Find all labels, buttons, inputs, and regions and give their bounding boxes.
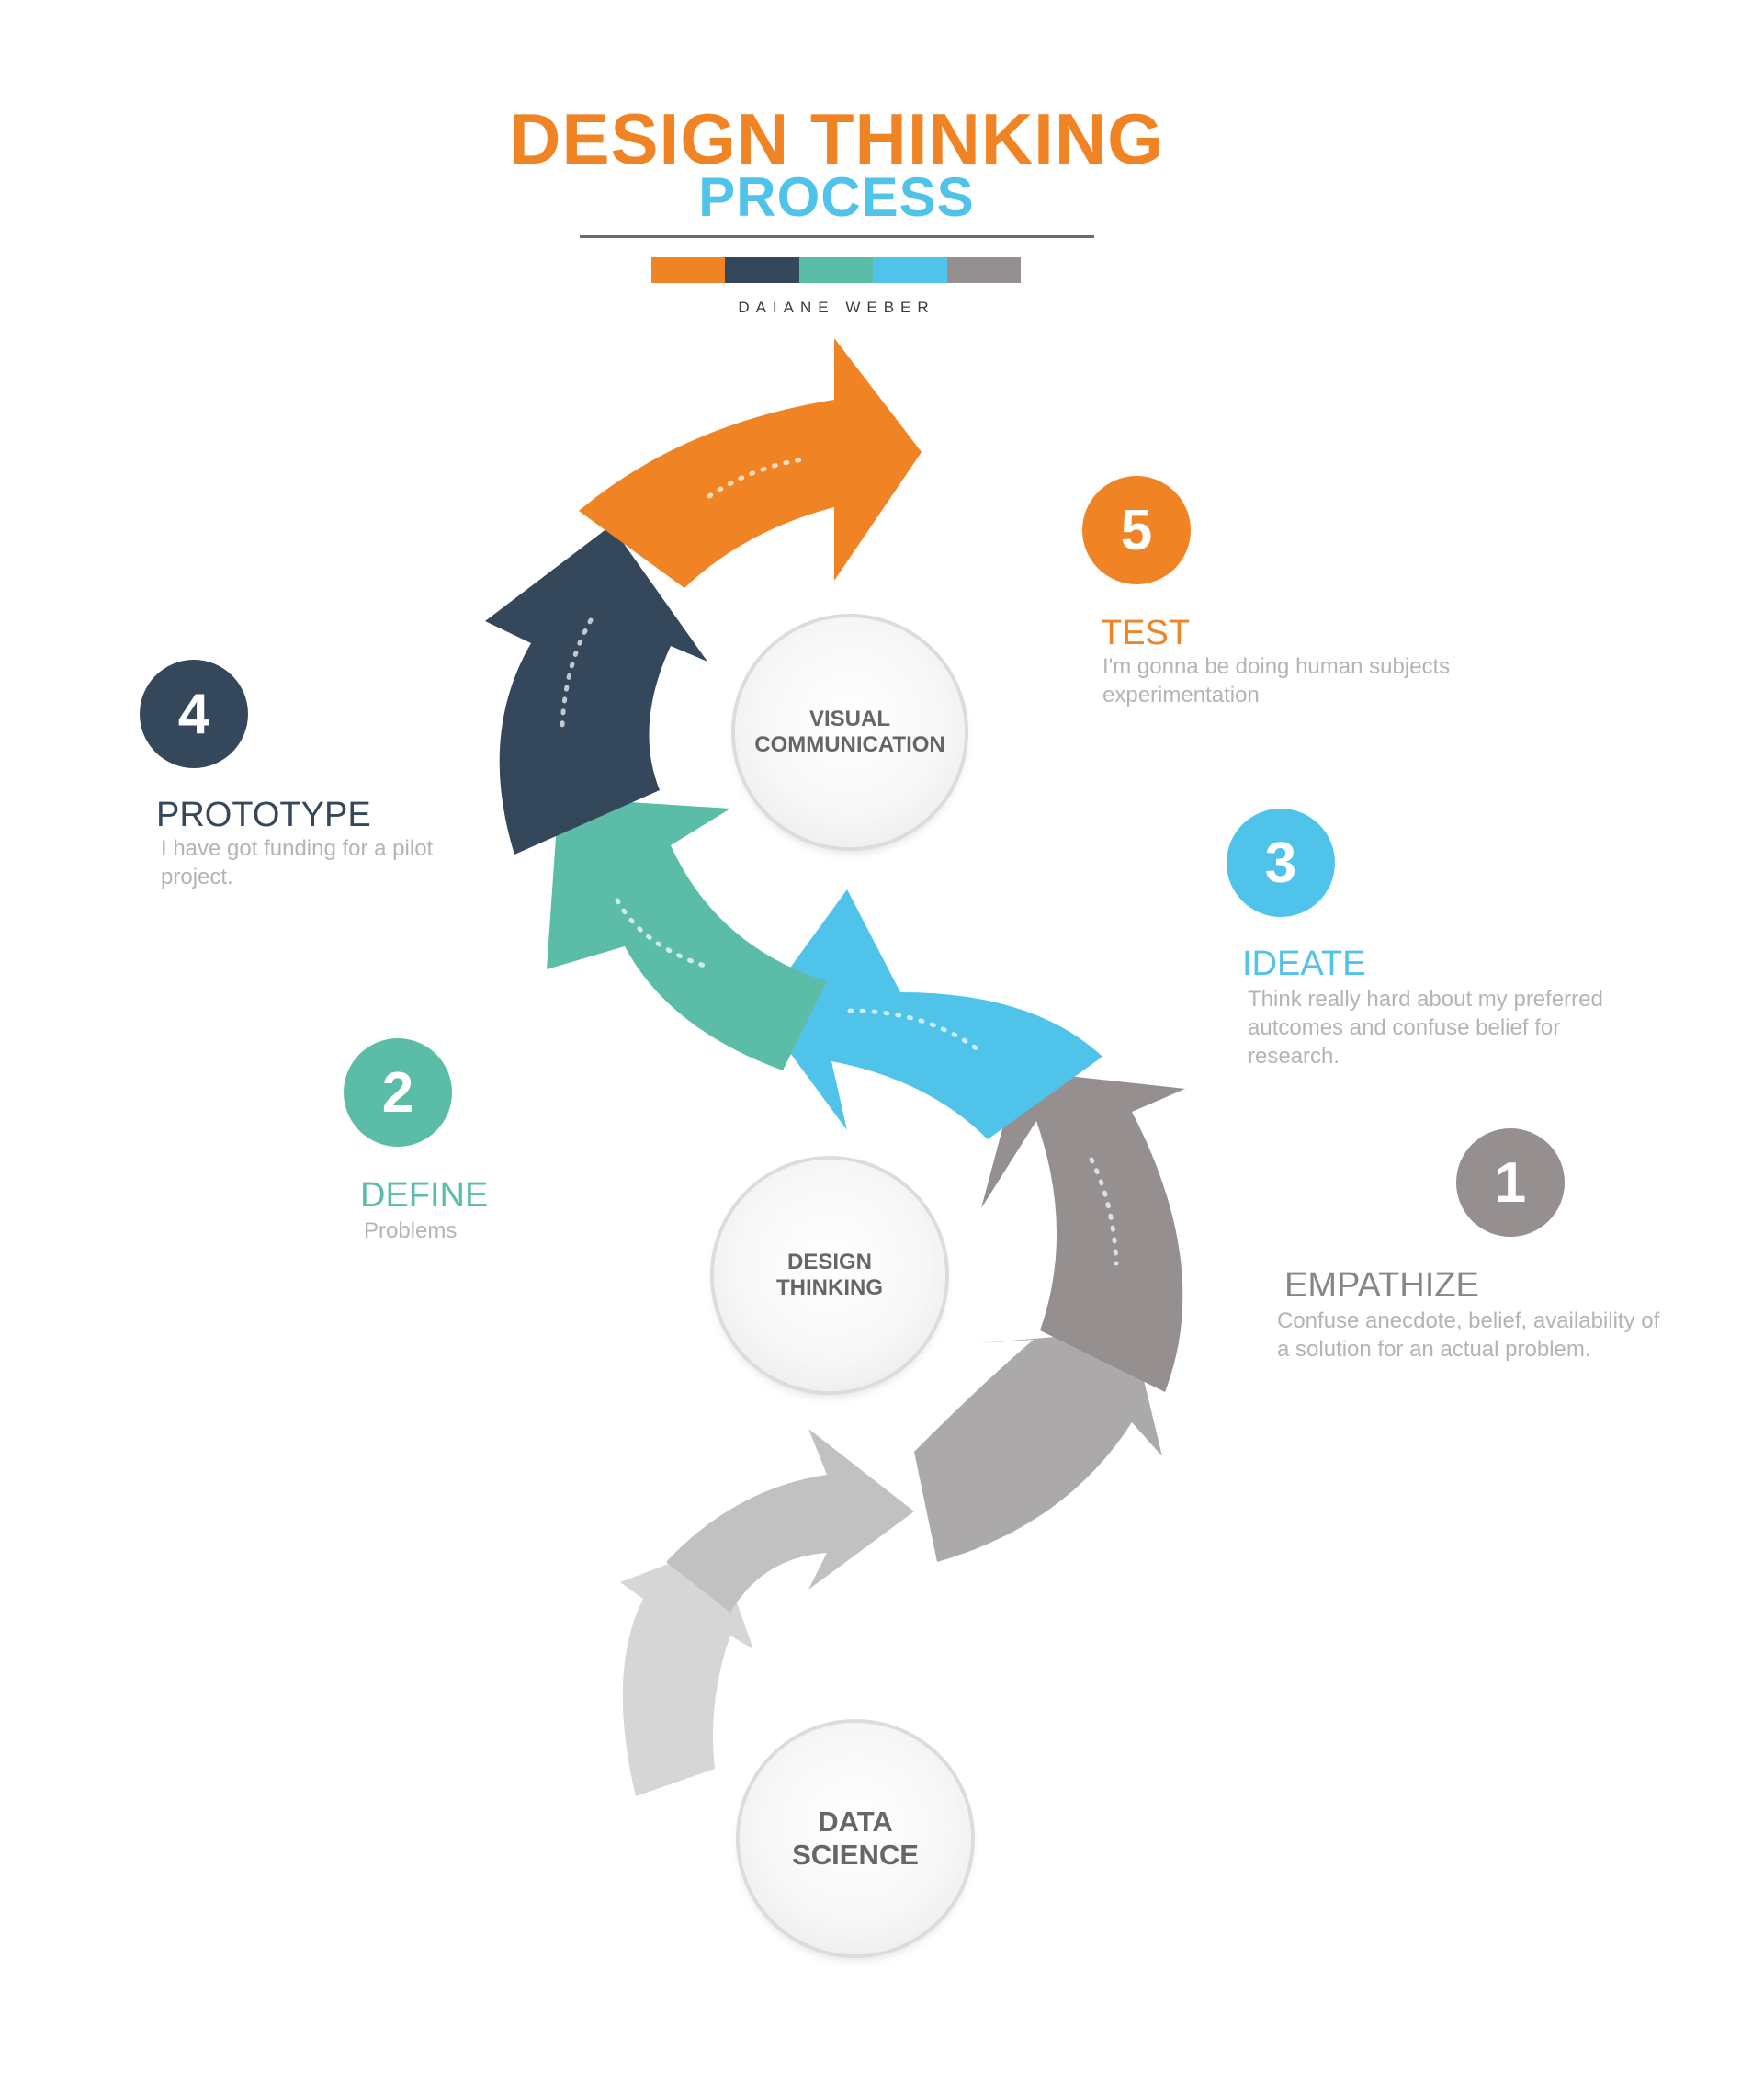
author-name: DAIANE WEBER <box>738 299 935 316</box>
stage-4-description: I have got funding for a pilot project. <box>161 836 434 890</box>
empathize-dots <box>1089 1157 1119 1266</box>
stage-5-title: TEST <box>1101 614 1191 652</box>
prototype-arrow <box>485 526 707 855</box>
stage-1-badge: 1 <box>1456 1128 1565 1237</box>
hub-design-thinking-line2: THINKING <box>776 1275 883 1300</box>
test-arrow <box>579 338 922 588</box>
page-subtitle: PROCESS <box>698 166 975 228</box>
color-swatch-orange <box>651 257 726 283</box>
hub-data-science-line2: SCIENCE <box>792 1839 919 1871</box>
stage-5-badge: 5 <box>1082 476 1191 584</box>
color-swatch-navy <box>725 257 799 283</box>
color-swatch-teal <box>798 257 874 283</box>
stage-3-description: Think really hard about my preferred aut… <box>1248 987 1603 1070</box>
stage-1-title: EMPATHIZE <box>1284 1266 1479 1305</box>
prototype-dots <box>560 617 594 729</box>
tail-arrow-1 <box>620 1545 753 1796</box>
hub-visual-communication-line2: COMMUNICATION <box>754 732 945 757</box>
hub-design-thinking-line1: DESIGN <box>786 1250 872 1274</box>
tail-arrow-3 <box>914 1330 1162 1562</box>
stage-2-title: DEFINE <box>360 1176 489 1215</box>
hub-data-science: DATA SCIENCE <box>740 1723 971 1954</box>
color-strip <box>651 257 1022 283</box>
stage-3-title: IDEATE <box>1242 945 1366 983</box>
hub-data-science-line1: DATA <box>818 1805 893 1838</box>
hub-design-thinking: DESIGN THINKING <box>714 1160 945 1391</box>
stage-2-badge: 2 <box>344 1038 452 1147</box>
define-dots <box>615 898 710 969</box>
hub-visual-communication: VISUAL COMMUNICATION <box>735 617 965 847</box>
test-dots <box>707 457 807 499</box>
page-title: DESIGN THINKING <box>509 98 1164 179</box>
stage-4-badge: 4 <box>140 660 248 768</box>
stage-5-description: I'm gonna be doing human subjects experi… <box>1102 654 1451 708</box>
ideate-arrow <box>759 889 1102 1139</box>
color-swatch-sky <box>873 257 947 283</box>
stage-1-description: Confuse anecdote, belief, availability o… <box>1277 1308 1660 1363</box>
tail-arrow-2 <box>666 1429 914 1613</box>
color-swatch-gray <box>946 257 1022 283</box>
define-arrow <box>547 798 827 1070</box>
stage-2-description: Problems <box>364 1218 458 1243</box>
empathize-arrow <box>981 1070 1185 1392</box>
stage-3-badge: 3 <box>1227 809 1335 917</box>
ideate-dots <box>847 1008 984 1055</box>
hub-visual-communication-line1: VISUAL <box>808 707 890 731</box>
title-divider <box>580 235 1094 238</box>
stage-4-title: PROTOTYPE <box>156 796 371 834</box>
